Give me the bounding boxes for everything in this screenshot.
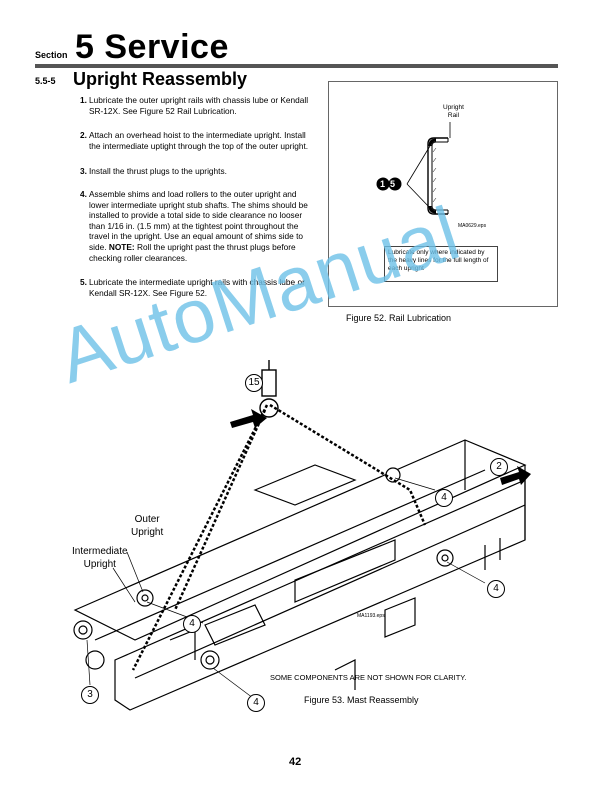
intermediate-upright-label-line2: Upright [83, 559, 116, 570]
header-rule [35, 64, 558, 68]
outer-upright-label-line1: Outer [134, 514, 160, 525]
callout-direction: 2 [490, 458, 508, 476]
lubrication-note: Lubricate only where indicated by the he… [384, 246, 498, 282]
outer-upright-label-line2: Upright [131, 527, 164, 538]
callout-15-icon [376, 177, 402, 191]
figure-53-caption: Figure 53. Mast Reassembly [304, 695, 419, 705]
step-text: Lubricate the outer upright rails with c… [89, 95, 309, 116]
intermediate-upright-label-line1: Intermediate [72, 546, 128, 557]
clarity-note: SOME COMPONENTS ARE NOT SHOWN FOR CLARIT… [270, 673, 467, 682]
rail-label-line2: Rail [447, 111, 460, 119]
step-item: 4. Assemble shims and load rollers to th… [80, 189, 310, 263]
rail-profile-drawing [406, 122, 451, 215]
step-item: 2. Attach an overhead hoist to the inter… [80, 130, 310, 151]
figure-52-callout: 15 [376, 177, 402, 191]
callout-roller: 4 [183, 615, 201, 633]
step-number: 5. [80, 277, 87, 288]
intermediate-upright-label: Intermediate Upright [72, 545, 128, 571]
rail-label-line1: Upright [443, 104, 464, 111]
step-item: 3. Install the thrust plugs to the uprig… [80, 166, 310, 177]
step-text: Install the thrust plugs to the uprights… [89, 166, 227, 177]
step-number: 4. [80, 188, 87, 199]
callout-hoist: 15 [245, 374, 263, 392]
callout-plug: 3 [81, 686, 99, 704]
step-number: 2. [80, 130, 87, 141]
subsection-title: Upright Reassembly [73, 69, 248, 89]
step-number: 1. [80, 95, 87, 105]
mast-reassembly-drawing [73, 360, 531, 711]
step-item: 1. Lubricate the outer upright rails wit… [80, 95, 310, 116]
figure-53-file-id: MA1193.eps [357, 613, 385, 619]
callout-number: 15 [380, 179, 401, 189]
step-text: Attach an overhead hoist to the intermed… [89, 130, 309, 151]
step-text: Lubricate the intermediate upright rails… [89, 277, 305, 298]
page-number: 42 [289, 756, 302, 768]
section-title: 5 Service [75, 28, 229, 66]
step-item: 5. Lubricate the intermediate upright ra… [80, 277, 310, 298]
figure-52-frame [328, 81, 558, 307]
callout-roller: 4 [487, 580, 505, 598]
step-text: Roll the upright past the thrust plugs b… [89, 241, 296, 263]
figure-52-caption: Figure 52. Rail Lubrication [346, 313, 452, 323]
rail-label: Upright Rail [443, 104, 464, 119]
outer-upright-label: Outer Upright [131, 513, 163, 539]
callout-roller: 4 [247, 694, 265, 712]
subsection-number: 5.5-5 [35, 76, 56, 86]
step-text: Assemble shims and load rollers to the o… [89, 188, 308, 252]
procedure-steps: 1. Lubricate the outer upright rails wit… [80, 95, 310, 309]
section-label: Section [35, 50, 68, 60]
callout-roller: 4 [435, 489, 453, 507]
step-number: 3. [80, 166, 87, 177]
figure-52-file-id: MA0629.eps [458, 223, 487, 229]
note-label: NOTE: [108, 241, 135, 252]
